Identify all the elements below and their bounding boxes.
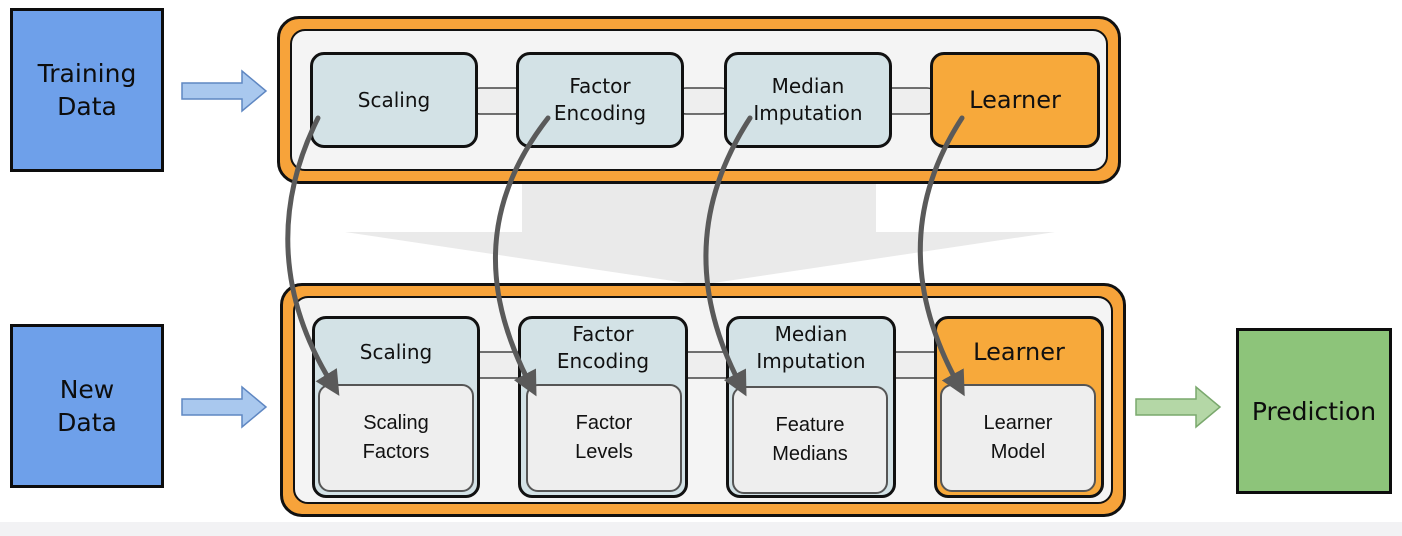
transfer-arrow-shape: [345, 180, 1055, 285]
new-data-input-arrow: [181, 385, 268, 429]
learner-model-label: Learner Model: [983, 412, 1053, 463]
new-data-box: New Data: [10, 324, 164, 488]
new-data-label: New Data: [57, 375, 117, 437]
bottom-strip: [0, 522, 1402, 536]
train-step-factor-encoding: Factor Encoding: [516, 52, 684, 148]
prediction-box: Prediction: [1236, 328, 1392, 494]
scaling-factors-label: Scaling Factors: [362, 412, 430, 463]
training-data-box: Training Data: [10, 8, 164, 172]
predict-step-learner-label: Learner: [973, 338, 1065, 366]
train-step-learner: Learner: [930, 52, 1100, 148]
training-data-label: Training Data: [37, 59, 137, 121]
training-input-arrow: [181, 69, 268, 113]
learner-model-box: Learner Model: [940, 384, 1096, 492]
train-step-median-imputation: Median Imputation: [724, 52, 892, 148]
predict-step-median-imputation-label: Median Imputation: [756, 322, 866, 373]
train-step-factor-encoding-label: Factor Encoding: [553, 74, 647, 125]
predict-step-scaling-label: Scaling: [359, 339, 433, 364]
train-step-learner-label: Learner: [969, 86, 1061, 114]
factor-levels-label: Factor Levels: [575, 412, 633, 463]
feature-medians-box: Feature Medians: [732, 386, 888, 494]
train-step-scaling: Scaling: [310, 52, 478, 148]
train-step-median-imputation-label: Median Imputation: [753, 74, 863, 125]
prediction-label: Prediction: [1251, 396, 1377, 426]
train-step-scaling-label: Scaling: [357, 87, 431, 112]
feature-medians-label: Feature Medians: [772, 414, 848, 465]
prediction-output-arrow: [1135, 385, 1222, 429]
factor-levels-box: Factor Levels: [526, 384, 682, 492]
scaling-factors-box: Scaling Factors: [318, 384, 474, 492]
predict-step-factor-encoding-label: Factor Encoding: [556, 322, 650, 373]
